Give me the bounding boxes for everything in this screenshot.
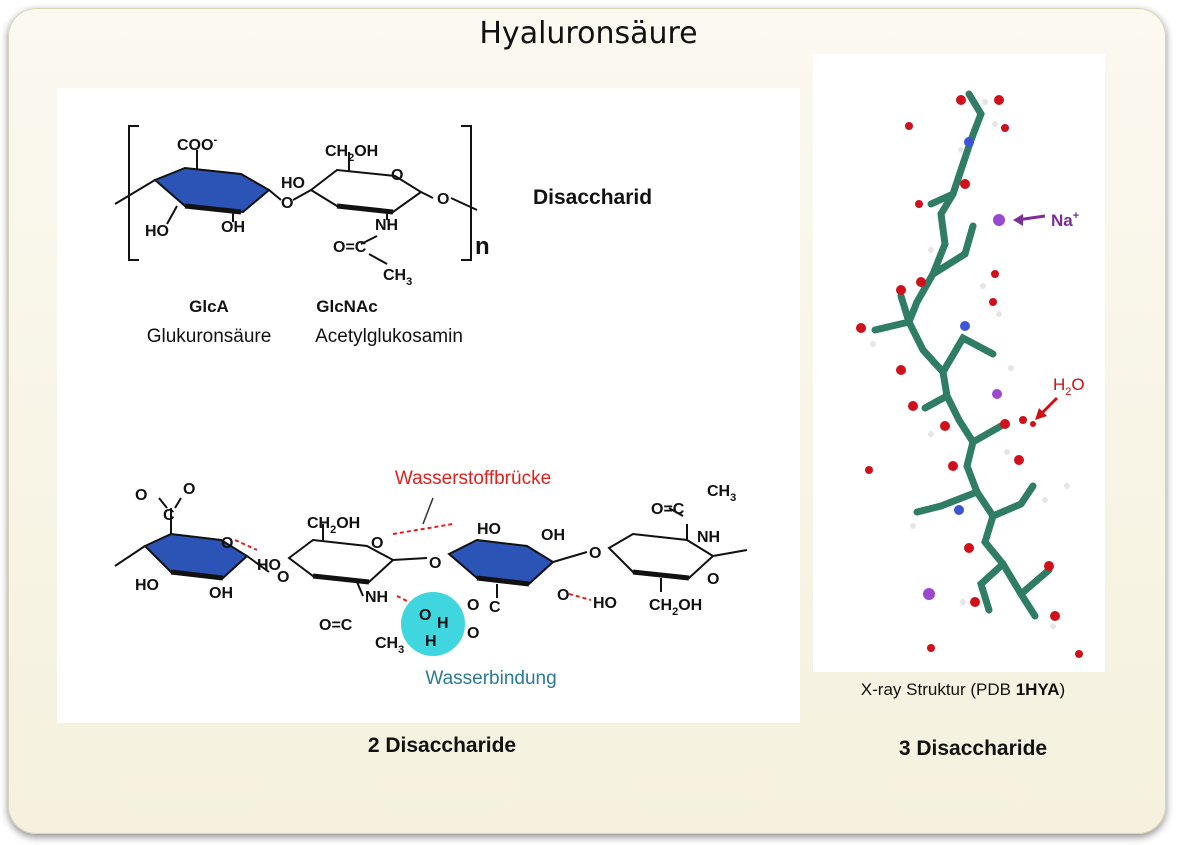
h-bond-label: Wasserstoffbrücke (395, 468, 551, 489)
disaccharide-repeat-unit (114, 125, 478, 265)
ho-1: HO (135, 577, 159, 594)
water-binding-label: Wasserbindung (425, 668, 556, 689)
sodium-ions (923, 214, 1005, 600)
h-bond-2 (392, 523, 454, 535)
molecule-backbone (871, 90, 1053, 620)
repeat-n-label: n (475, 233, 490, 260)
ch3-1: CH3 (375, 635, 404, 656)
o-link-2: O (429, 555, 441, 572)
terminal-o-label: O (437, 191, 449, 208)
right-bracket (461, 125, 472, 261)
top-structure-names: Glukuronsäure Acetylglukosamin (147, 326, 463, 347)
h-bond-pointer (422, 497, 434, 525)
bottom-structure-labels: O O C O HO OH HO O CH2OH O O NH O=C CH3 … (135, 481, 736, 656)
top-structure-labels: COO- HO OH O CH2OH HO O O NH O=C CH3 n D… (145, 134, 652, 316)
pdb-code: 1HYA (1015, 680, 1060, 699)
xray-molecule-render: Na+ H2O (856, 90, 1085, 658)
tetrasaccharide-structure (114, 497, 748, 598)
caption-two-disaccharides: 2 Disaccharide (367, 734, 517, 757)
nitrogen-atoms (954, 137, 974, 515)
nh-1: NH (365, 589, 388, 606)
disaccharid-label: Disaccharid (533, 186, 652, 209)
ch2oh-1: CH2OH (307, 515, 360, 536)
nh-label: NH (375, 217, 398, 234)
methyl-label: CH3 (383, 267, 412, 288)
glca-name: Glukuronsäure (147, 326, 272, 347)
ch2oh-label: CH2OH (325, 143, 378, 164)
na-label: Na+ (1051, 210, 1079, 230)
caption-three-disaccharides: 3 Disaccharide (898, 737, 1048, 760)
o-ring-2: O (371, 535, 383, 552)
ring-o-label: O (391, 167, 403, 184)
ho-2: HO (257, 557, 281, 574)
water-h1: H (437, 615, 449, 632)
ring3-o: O (557, 587, 569, 604)
co-1: O=C (319, 617, 353, 634)
glca-abbrev: GlcA (189, 297, 229, 316)
ch3-2: CH3 (707, 483, 736, 504)
glca-oh-label: OH (221, 219, 245, 236)
ho-3: HO (477, 521, 501, 538)
h-bond-5 (568, 593, 592, 601)
hydrogen-atoms (870, 99, 1070, 629)
co-2: O=C (651, 501, 685, 518)
o-link-1: O (277, 569, 289, 586)
carboxyl-o1: O (135, 487, 147, 504)
glcnac-ring (309, 168, 423, 214)
carbonyl-label: O=C (333, 239, 367, 256)
left-bracket (128, 125, 139, 261)
h2o-arrowhead (1035, 408, 1047, 420)
ring1-o: O (221, 535, 233, 552)
xray-caption: X-ray Struktur (PDB 1HYA) (860, 680, 1066, 699)
h2o-label: H2O (1053, 375, 1085, 398)
carboxyl2-o2: O (467, 625, 479, 642)
glcnac-name: Acetylglukosamin (315, 326, 463, 347)
water-h2: H (425, 633, 437, 650)
oxygen-atoms (856, 95, 1083, 658)
ch2oh-2: CH2OH (649, 597, 702, 618)
glca-ho-label: HO (145, 223, 169, 240)
water-o: O (419, 607, 431, 624)
link-o-label: O (281, 195, 293, 212)
glca-ring (153, 166, 271, 214)
o-ring-4: O (707, 571, 719, 588)
coo-label: COO- (177, 134, 217, 154)
water-molecule-highlight (401, 592, 465, 656)
carboxyl-c: C (163, 507, 175, 524)
glcnac-ho-label: HO (281, 175, 305, 192)
carboxyl-o2: O (183, 481, 195, 498)
ho-4: HO (593, 595, 617, 612)
slide-title: Hyaluronsäure (479, 16, 698, 51)
glca-ring-2 (447, 538, 555, 586)
carboxyl2-c: C (489, 599, 501, 616)
oh-1: OH (209, 585, 233, 602)
structure-diagram: COO- HO OH O CH2OH HO O O NH O=C CH3 n D… (114, 125, 748, 689)
glcnac-abbrev: GlcNAc (316, 297, 377, 316)
structure-panel: COO- HO OH O CH2OH HO O O NH O=C CH3 n D… (57, 88, 800, 723)
oh-3: OH (541, 527, 565, 544)
h-bond-1 (234, 539, 258, 551)
xray-structure-panel: Na+ H2O (813, 54, 1105, 672)
o-link-3: O (589, 545, 601, 562)
carboxyl2-o: O (467, 597, 479, 614)
nh-2: NH (697, 529, 720, 546)
na-arrowhead (1013, 214, 1023, 226)
